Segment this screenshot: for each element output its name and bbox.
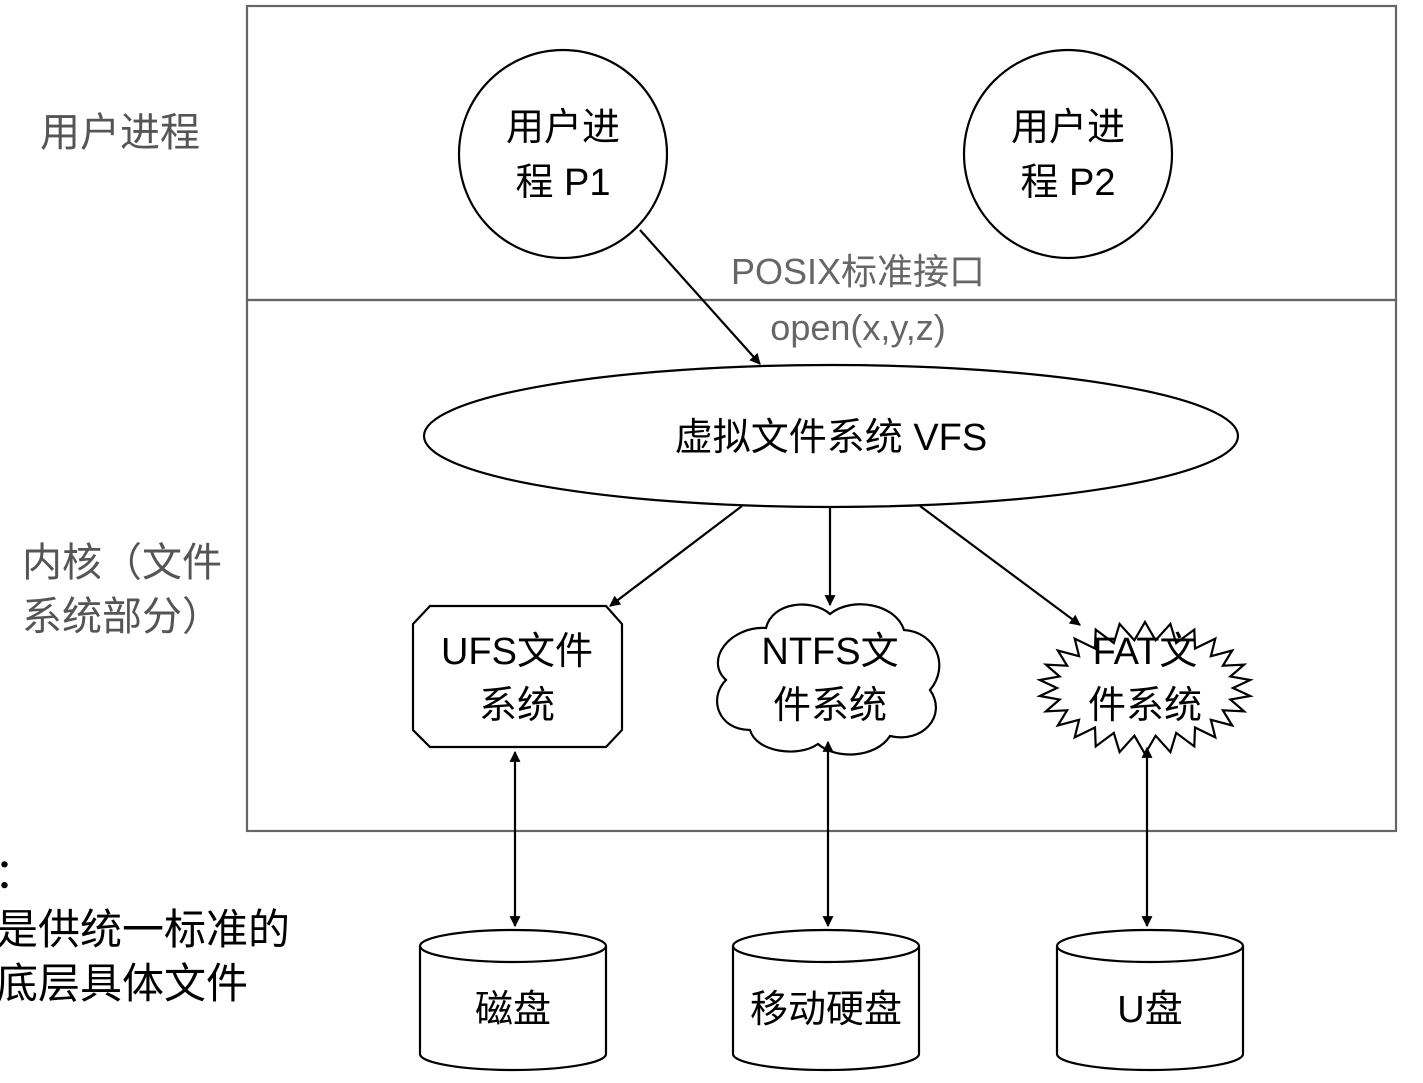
note-line2: 是供统一标准的	[0, 905, 290, 954]
system-call-label: open(x,y,z)	[770, 307, 945, 348]
process-p2: 用户进 程 P2	[962, 48, 1174, 260]
arrow-vfs-to-fat	[919, 505, 1081, 626]
device-external-hdd-label: 移动硬盘	[750, 989, 902, 1031]
kernel-label-line2: 系统部分）	[22, 595, 222, 639]
vfs-node: 虚拟文件系统 VFS	[422, 363, 1240, 509]
process-p1-label-line1: 用户进	[506, 107, 620, 149]
arrow-vfs-to-ufs	[609, 505, 743, 607]
ufs-label-line1: UFS文件	[441, 631, 593, 673]
user-space-label: 用户进程	[40, 111, 200, 155]
process-p1-label-line2: 程 P1	[515, 162, 610, 204]
vfs-label: 虚拟文件系统 VFS	[675, 417, 987, 459]
posix-interface-label: POSIX标准接口	[731, 251, 985, 292]
kernel-region	[245, 298, 1398, 833]
device-external-hdd: 移动硬盘	[731, 928, 921, 1072]
process-p2-label-line1: 用户进	[1011, 107, 1125, 149]
ntfs-filesystem: NTFS文 件系统	[716, 603, 941, 756]
note-line1: ：	[0, 849, 36, 898]
fat-filesystem: FAT文 件系统	[1036, 619, 1254, 757]
device-disk: 磁盘	[418, 928, 608, 1072]
kernel-label-line1: 内核（文件	[22, 541, 222, 585]
arrow-p1-to-vfs	[639, 229, 761, 365]
device-usb-drive: U盘	[1055, 928, 1245, 1072]
process-p2-label-line2: 程 P2	[1020, 162, 1115, 204]
note-line3: 底层具体文件	[0, 959, 248, 1008]
fat-label-line1: FAT文	[1093, 631, 1198, 673]
ntfs-label-line2: 件系统	[773, 685, 887, 727]
process-p1: 用户进 程 P1	[457, 48, 669, 260]
ufs-filesystem: UFS文件 系统	[411, 604, 624, 749]
ntfs-label-line1: NTFS文	[761, 631, 898, 673]
device-usb-drive-label: U盘	[1117, 989, 1182, 1031]
fat-label-line2: 件系统	[1088, 685, 1202, 727]
ufs-label-line2: 系统	[479, 685, 555, 727]
device-disk-label: 磁盘	[475, 989, 551, 1031]
